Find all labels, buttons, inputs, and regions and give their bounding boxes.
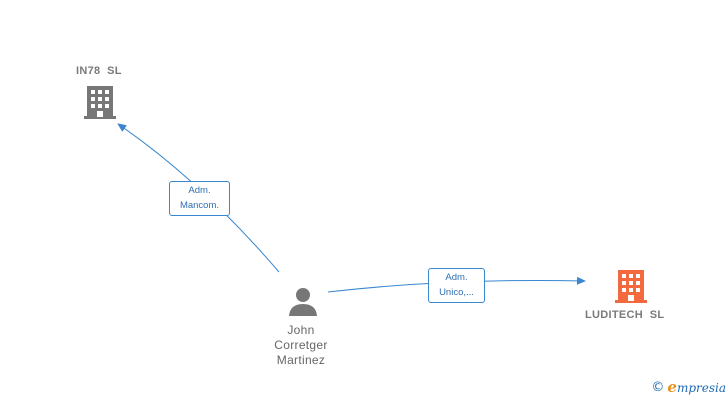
empresia-logo: © empresia bbox=[651, 378, 726, 396]
edge-label-line2: Mancom. bbox=[179, 200, 220, 211]
edge-label-line1: Adm. bbox=[188, 185, 211, 196]
edge-label-adm-unico[interactable]: Adm. Unico,... bbox=[428, 268, 485, 303]
person-icon[interactable] bbox=[288, 287, 318, 317]
node-label-luditech[interactable]: LUDITECH SL bbox=[585, 309, 665, 321]
building-icon[interactable] bbox=[615, 268, 647, 304]
node-label-in78[interactable]: IN78 SL bbox=[76, 65, 122, 77]
building-icon[interactable] bbox=[84, 84, 116, 120]
node-label-person[interactable]: John Corretger Martinez bbox=[274, 323, 328, 367]
edge-label-adm-mancom[interactable]: Adm. Mancom. bbox=[169, 181, 230, 216]
brand-name: mpresia bbox=[676, 381, 726, 395]
edge-label-line1: Adm. bbox=[445, 272, 468, 283]
edge-label-line2: Unico,... bbox=[439, 287, 474, 298]
copyright-icon: © bbox=[651, 379, 665, 395]
brand-e: e bbox=[667, 378, 677, 396]
